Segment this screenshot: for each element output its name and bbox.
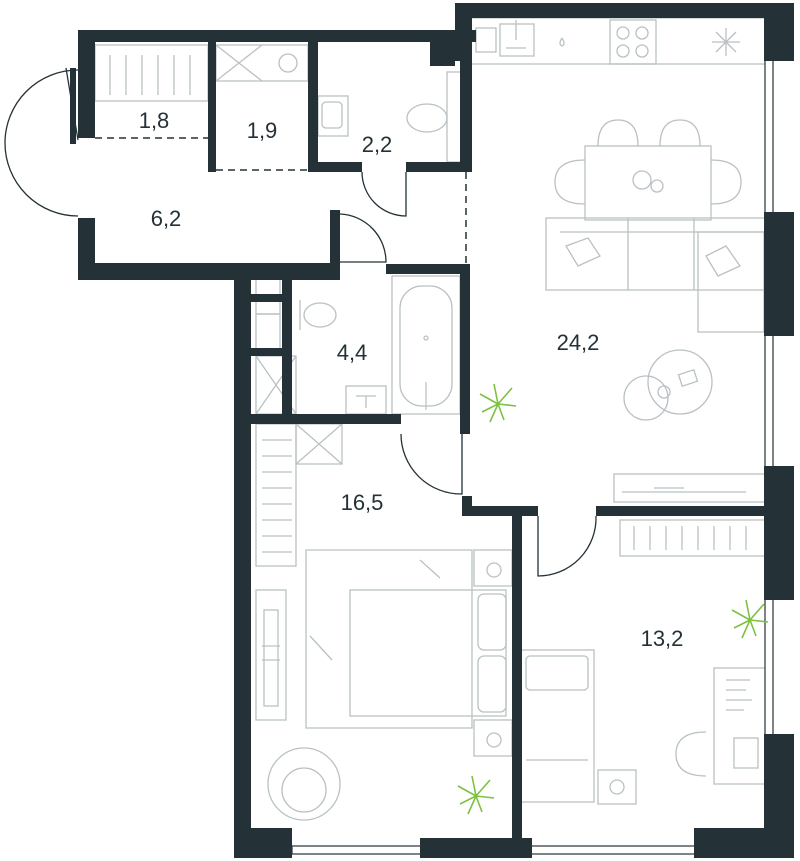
area-label-laundry: 1,9 xyxy=(247,118,278,143)
dresser xyxy=(255,589,287,721)
kitchen-counter xyxy=(467,17,769,65)
area-label-hallway: 6,2 xyxy=(151,206,182,231)
storage-shelves xyxy=(94,44,209,102)
armchair xyxy=(267,747,341,821)
coffee-table xyxy=(623,349,713,421)
openings xyxy=(95,137,467,264)
tv-stand xyxy=(613,473,767,503)
plants xyxy=(457,383,769,815)
washing-machine xyxy=(215,44,309,82)
sofa xyxy=(545,217,767,333)
area-label-bathroom: 4,4 xyxy=(337,340,368,365)
area-labels: 1,8 1,9 2,2 6,2 4,4 24,2 16,5 13,2 xyxy=(139,108,684,651)
plant-icon xyxy=(479,383,517,423)
dining-set xyxy=(554,119,742,221)
windows xyxy=(291,59,774,855)
area-label-wc: 2,2 xyxy=(362,132,393,157)
double-bed xyxy=(305,549,513,757)
area-label-living-kitchen: 24,2 xyxy=(557,330,600,355)
area-label-kids-room: 13,2 xyxy=(641,626,684,651)
walls xyxy=(78,3,794,858)
kids-furniture xyxy=(519,519,767,805)
plant-icon xyxy=(457,775,495,815)
wardrobe xyxy=(255,423,343,567)
area-label-storage: 1,8 xyxy=(139,108,170,133)
doors xyxy=(4,67,597,577)
area-label-bedroom: 16,5 xyxy=(341,490,384,515)
plant-icon xyxy=(731,599,769,639)
